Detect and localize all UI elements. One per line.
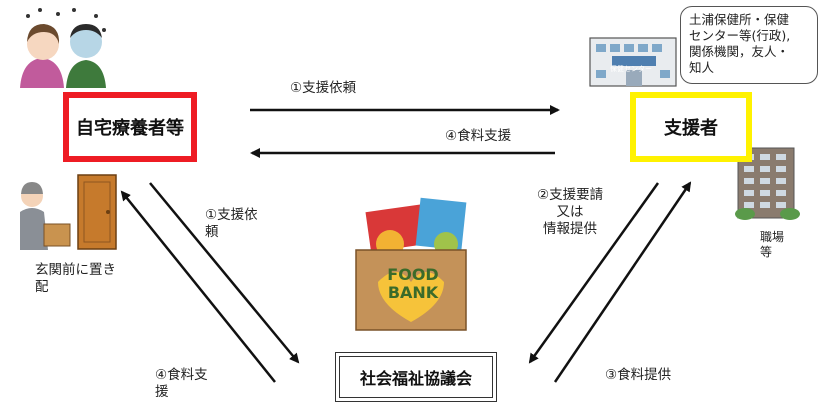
label-food-provide: ③食料提供 — [605, 367, 672, 383]
health-center-building — [589, 37, 677, 87]
label-workplace: 職場 等 — [760, 230, 785, 259]
label-support-request: ②支援要請 又は 情報提供 — [537, 187, 604, 237]
node-supporter: 支援者 — [630, 92, 752, 162]
label-request-top: ①支援依頼 — [290, 80, 357, 96]
arrow-support-request — [528, 182, 660, 364]
node-council: 社会福祉協議会 — [335, 352, 497, 402]
delivery-person-illustration — [20, 174, 117, 250]
label-request-left: ①支援依 頼 — [205, 207, 258, 240]
building-sign: 保健センター — [610, 65, 652, 73]
label-door-delivery: 玄関前に置き 配 — [35, 262, 116, 295]
label-food-top: ④食料支援 — [445, 128, 512, 144]
label-food-left: ④食料支 援 — [155, 367, 208, 400]
supporter-note-callout: 土浦保健所・保健 センター等(行政), 関係機関，友人・ 知人 — [680, 6, 818, 84]
sick-people-illustration — [20, 8, 106, 88]
arrow-request-left — [149, 182, 300, 364]
arrow-food-provide — [553, 181, 692, 383]
food-bank-box-illustration — [355, 197, 467, 331]
node-recipient: 自宅療養者等 — [63, 92, 197, 162]
arrow-food-left — [120, 190, 276, 383]
food-bank-label: FOOD BANK — [387, 265, 439, 302]
